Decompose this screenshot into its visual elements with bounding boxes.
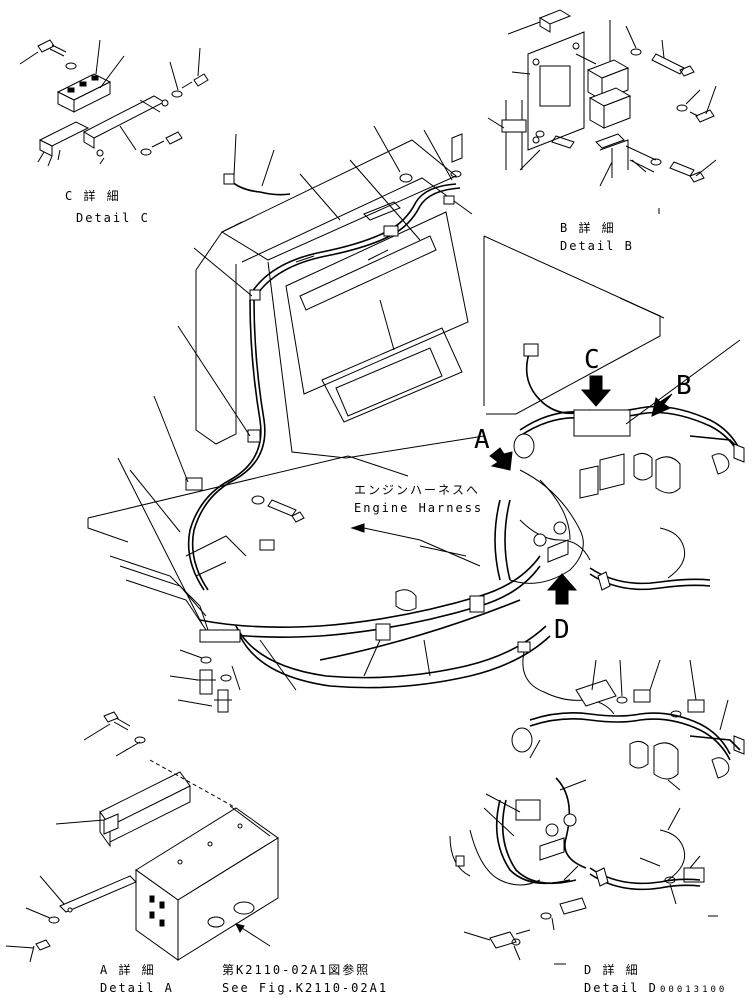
- callout-arrow-d: [546, 573, 578, 605]
- callout-arrow-a: [489, 447, 513, 471]
- detail-c-label-en: Detail C: [76, 211, 150, 225]
- detail-d-label-jp: D 詳 細: [584, 962, 640, 977]
- detail-a-label-jp: A 詳 細: [100, 962, 156, 977]
- see-fig-label-en: See Fig.K2110-02A1: [222, 981, 388, 995]
- detail-d-label-en: Detail D: [584, 981, 658, 995]
- callout-arrow-c: [580, 375, 612, 407]
- detail-d-illustration: [449, 641, 745, 965]
- part-number: 00013100: [660, 985, 727, 995]
- detail-b-label-jp: B 詳 細: [560, 220, 616, 235]
- detail-b-label-en: Detail B: [560, 239, 634, 253]
- roof-harness: [223, 133, 463, 297]
- callout-d-label: D: [554, 615, 570, 645]
- engine-harness-pointer: [350, 523, 481, 567]
- main-harness: [109, 289, 551, 713]
- detail-c-illustration: [19, 39, 209, 167]
- main-leaders: [117, 125, 741, 707]
- relay-harness-area: [494, 343, 745, 591]
- detail-a-illustration: [5, 711, 279, 963]
- callout-a-label: A: [474, 425, 490, 455]
- detail-c-label-jp: C 詳 細: [65, 188, 121, 203]
- callout-c-label: C: [584, 345, 600, 375]
- detail-b-illustration: [487, 9, 717, 214]
- detail-a-label-en: Detail A: [100, 981, 174, 995]
- engine-harness-label-jp: エンジンハーネスへ: [354, 483, 480, 497]
- engine-harness-label-en: Engine Harness: [354, 501, 483, 515]
- see-fig-label-jp: 第K2110-02A1図参照: [222, 962, 370, 977]
- cab-assembly: [87, 139, 665, 543]
- callout-arrow-b: [651, 393, 673, 417]
